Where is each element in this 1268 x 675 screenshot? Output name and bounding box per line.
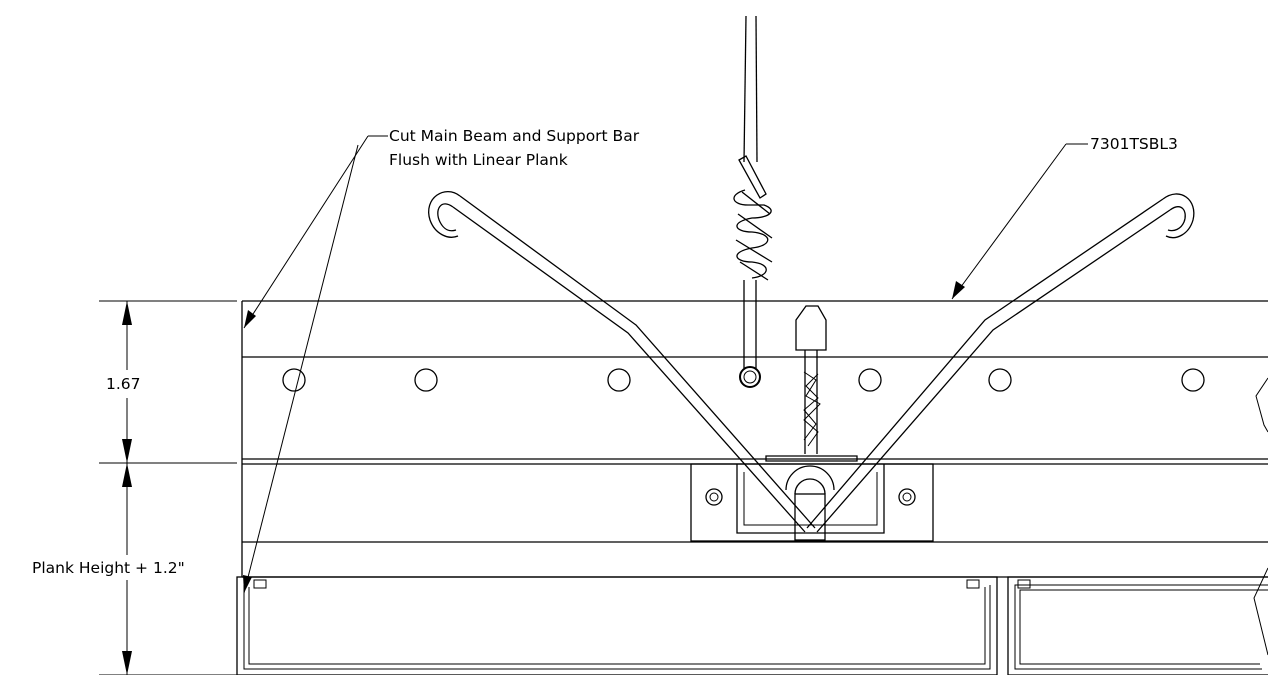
clip-bracket [690, 455, 934, 542]
beam-hole [414, 368, 438, 392]
beam-hole [1181, 368, 1205, 392]
spring-clip [795, 305, 827, 454]
cut-note-line-1: Cut Main Beam and Support Bar [389, 127, 640, 145]
hanger-wire [733, 15, 773, 388]
break-line [1253, 377, 1268, 656]
beam-hole [858, 368, 882, 392]
part-number-label: 7301TSBL3 [1090, 135, 1178, 153]
cut-note-line-2: Flush with Linear Plank [389, 151, 568, 169]
linear-plank-right [1007, 576, 1268, 675]
linear-plank-left [236, 576, 998, 675]
dimension-lower-label: Plank Height + 1.2" [32, 559, 185, 577]
v-hanger-rods [428, 191, 1195, 533]
beam-hole [607, 368, 631, 392]
dimension-upper-label: 1.67 [106, 375, 141, 393]
dimension-lines [99, 300, 237, 675]
beam-holes [282, 368, 1205, 392]
main-beam [241, 300, 1268, 578]
beam-hole [282, 368, 306, 392]
leader-lines [243, 135, 1088, 594]
beam-hole [988, 368, 1012, 392]
